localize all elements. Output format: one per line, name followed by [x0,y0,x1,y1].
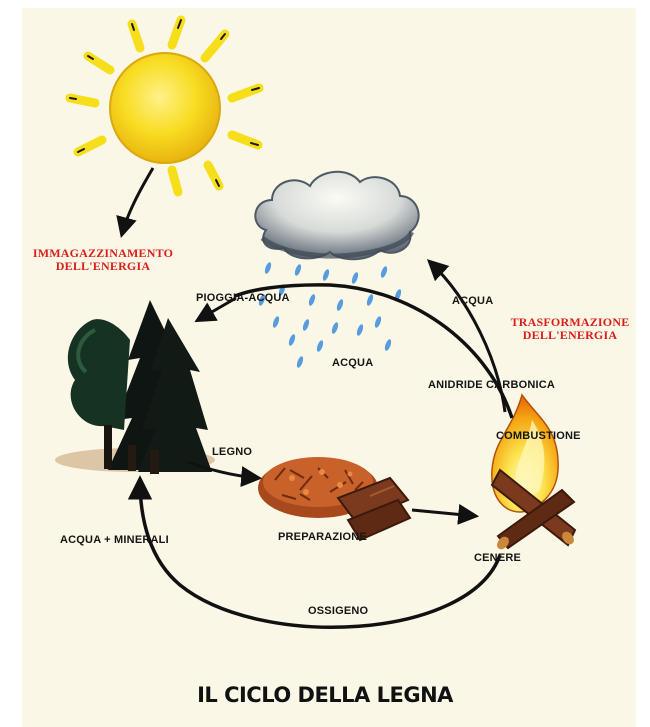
cloud-rain-icon [255,172,418,369]
oxygen-label: OSSIGENO [308,605,368,617]
energy-storage-label: IMMAGAZZINAMENTO DELL'ENERGIA [30,247,176,273]
water-top-label: ACQUA [452,295,493,307]
carbon-dioxide-label: ANIDRIDE CARBONICA [428,379,555,391]
energy-transformation-label: TRASFORMAZIONE DELL'ENERGIA [500,316,640,342]
combustion-label: COMBUSTIONE [496,430,581,442]
preparation-to-fire-arrow [412,510,475,516]
diagram-title: IL CICLO DELLA LEGNA [0,683,650,707]
rain-water-label: PIOGGIA-ACQUA [196,292,290,304]
water-minerals-label: ACQUA + MINERALI [60,534,169,546]
sun-to-tree-arrow [122,168,153,234]
campfire-icon [492,395,576,552]
wood-label: LEGNO [212,446,252,458]
ash-label: CENERE [474,552,521,564]
water-rain-label: ACQUA [332,357,373,369]
tree-icon [55,300,215,474]
sun-icon [70,20,259,192]
woodpile-icon [258,457,410,540]
preparation-label: PREPARAZIONE [278,531,367,543]
